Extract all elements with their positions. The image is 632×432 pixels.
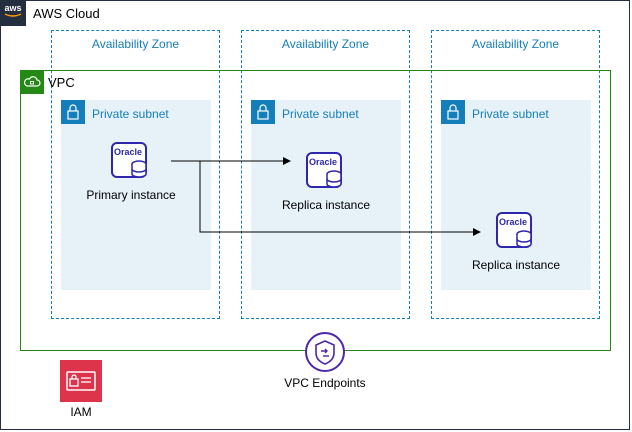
lock-icon: [61, 100, 85, 124]
oracle-logo-text: Oracle: [309, 157, 337, 167]
aws-logo-icon: aws: [0, 0, 26, 26]
private-subnet-2: [251, 100, 401, 290]
oracle-database-icon: Oracle: [496, 212, 532, 248]
availability-zone-2: [241, 30, 410, 319]
private-subnet-3-label: Private subnet: [472, 107, 549, 121]
aws-logo-text: aws: [4, 3, 22, 13]
vpc-label: VPC: [48, 75, 75, 90]
oracle-logo-text: Oracle: [499, 217, 527, 227]
iam-icon: [60, 360, 102, 402]
private-subnet-1-label: Private subnet: [92, 107, 169, 121]
availability-zone-3-label: Availability Zone: [471, 37, 560, 51]
lock-icon: [441, 100, 465, 124]
oracle-logo-text: Oracle: [114, 147, 142, 157]
replica-instance-label: Replica instance: [471, 258, 561, 272]
private-subnet-2-label: Private subnet: [282, 107, 359, 121]
primary-instance-label: Primary instance: [86, 188, 176, 202]
oracle-database-icon: Oracle: [111, 142, 147, 178]
lock-icon: [251, 100, 275, 124]
vpc-endpoints-icon: [305, 332, 345, 372]
aws-smile-icon: [4, 13, 22, 17]
aws-cloud-label: AWS Cloud: [33, 6, 100, 21]
replica-instance-label: Replica instance: [281, 198, 371, 212]
vpc-endpoints-label: VPC Endpoints: [284, 376, 366, 390]
iam-label: IAM: [70, 405, 92, 419]
replication-arrow-2: [199, 161, 481, 236]
availability-zone-2-label: Availability Zone: [281, 37, 370, 51]
availability-zone-3: [431, 30, 600, 319]
availability-zone-1: [51, 30, 220, 319]
oracle-database-icon: Oracle: [306, 152, 342, 188]
private-subnet-1: [61, 100, 211, 290]
vpc-cloud-icon: [20, 70, 44, 94]
availability-zone-1-label: Availability Zone: [91, 37, 180, 51]
private-subnet-3: [441, 100, 591, 290]
